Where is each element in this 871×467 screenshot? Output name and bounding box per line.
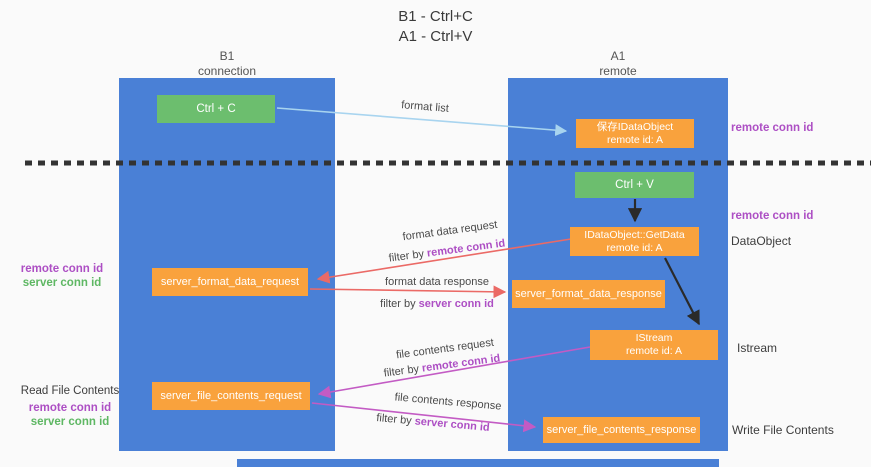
getdata-line2: remote id: A bbox=[606, 241, 663, 254]
right-column-header: A1 remote bbox=[508, 49, 728, 79]
filter-by-text: filter by bbox=[380, 298, 419, 310]
format-list-label: format list bbox=[400, 99, 450, 115]
ctrl-c-box: Ctrl + C bbox=[157, 95, 275, 123]
server-conn-id-key: server conn id bbox=[418, 298, 494, 310]
format-response-arrow bbox=[309, 285, 507, 299]
server-format-data-request-label: server_format_data_request bbox=[160, 276, 300, 288]
server-file-contents-request-box: server_file_contents_request bbox=[152, 382, 310, 410]
getdata-line1: IDataObject::GetData bbox=[584, 228, 685, 241]
right-remote-conn-id-label-mid: remote conn id bbox=[731, 210, 814, 222]
left-column-type: connection bbox=[197, 64, 257, 78]
server-file-contents-response-label: server_file_contents_response bbox=[546, 424, 697, 436]
file-contents-response-label: file contents response bbox=[394, 391, 502, 413]
diagram-title: B1 - Ctrl+C A1 - Ctrl+V bbox=[0, 7, 871, 47]
ctrl-v-box: Ctrl + V bbox=[575, 172, 694, 198]
filter-by-text: filter by bbox=[375, 412, 416, 428]
istream-side-label: Istream bbox=[737, 341, 778, 355]
title-line-2: A1 - Ctrl+V bbox=[398, 28, 473, 45]
left-remote-conn-id-1: remote conn id bbox=[20, 263, 104, 275]
left-server-conn-id-1: server conn id bbox=[22, 277, 102, 289]
istream-line2: remote id: A bbox=[625, 345, 683, 357]
right-remote-conn-id-label-top: remote conn id bbox=[731, 122, 814, 134]
save-idataobject-box: 保存IDataObject remote id: A bbox=[576, 119, 694, 148]
left-conn-id-block-2: Read File Contents remote conn id server… bbox=[18, 384, 122, 429]
save-idataobject-line1: 保存IDataObject bbox=[596, 120, 674, 133]
istream-line1: IStream bbox=[635, 332, 673, 344]
format-data-response-label: format data response bbox=[385, 276, 489, 288]
server-format-data-response-box: server_format_data_response bbox=[512, 280, 665, 308]
server-format-data-response-label: server_format_data_response bbox=[515, 288, 662, 300]
ctrl-c-label: Ctrl + C bbox=[196, 103, 236, 115]
left-column-header: B1 connection bbox=[119, 49, 335, 79]
server-file-contents-request-label: server_file_contents_request bbox=[160, 390, 302, 402]
server-format-data-request-box: server_format_data_request bbox=[152, 268, 308, 296]
file-contents-response-filter-label: filter by server conn id bbox=[376, 412, 490, 434]
write-file-contents-label: Write File Contents bbox=[732, 423, 834, 437]
server-conn-id-key: server conn id bbox=[414, 415, 491, 434]
getdata-box: IDataObject::GetData remote id: A bbox=[570, 227, 699, 256]
format-data-response-filter-label: filter by server conn id bbox=[380, 298, 494, 310]
right-column-type: remote bbox=[599, 64, 637, 78]
right-column-name: A1 bbox=[610, 49, 626, 63]
left-conn-id-block-1: remote conn id server conn id bbox=[12, 262, 112, 290]
bottom-lane-strip bbox=[237, 459, 719, 467]
title-line-1: B1 - Ctrl+C bbox=[398, 8, 473, 25]
server-file-contents-response-box: server_file_contents_response bbox=[543, 417, 700, 443]
left-server-conn-id-2: server conn id bbox=[30, 416, 110, 428]
remote-conn-id-key: remote conn id bbox=[426, 237, 506, 260]
ctrl-v-label: Ctrl + V bbox=[615, 179, 654, 191]
filter-by-text: filter by bbox=[383, 362, 423, 380]
left-column-name: B1 bbox=[219, 49, 235, 63]
filter-by-text: filter by bbox=[388, 247, 428, 265]
istream-box: IStream remote id: A bbox=[590, 330, 718, 360]
dataobject-label: DataObject bbox=[731, 234, 792, 248]
read-file-contents-label: Read File Contents bbox=[20, 385, 120, 397]
left-remote-conn-id-2: remote conn id bbox=[28, 402, 112, 414]
save-idataobject-line2: remote id: A bbox=[606, 133, 664, 146]
